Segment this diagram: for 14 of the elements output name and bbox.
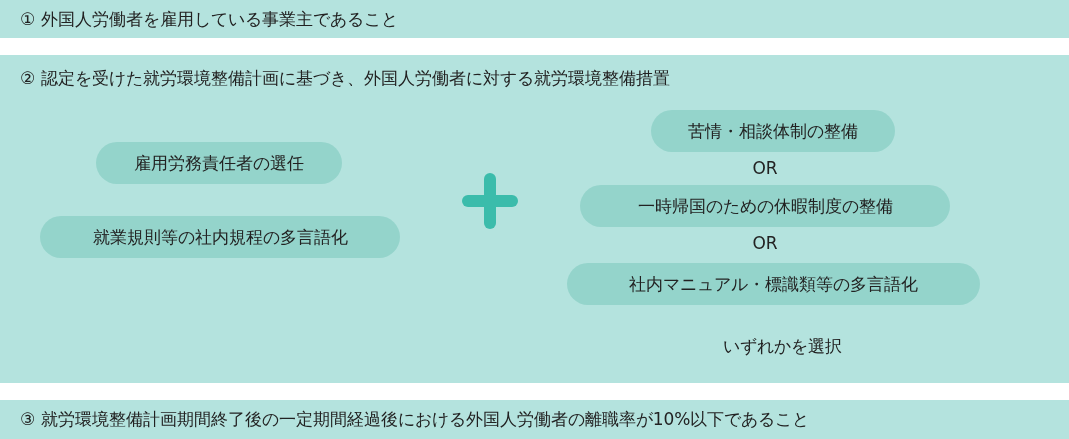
panel-heading: ③ 就労環境整備計画期間終了後の一定期間経過後における外国人労働者の離職率が10%以下であること xyxy=(20,408,810,431)
panel-band xyxy=(0,55,1069,383)
panel-band xyxy=(0,400,1069,439)
panel-heading: ② 認定を受けた就労環境整備計画に基づき、外国人労働者に対する就労環境整備措置 xyxy=(20,67,670,90)
option-pill: 社内マニュアル・標識類等の多言語化 xyxy=(567,263,980,305)
option-pill: 一時帰国のための休暇制度の整備 xyxy=(580,185,950,227)
or-label: OR xyxy=(752,158,778,178)
option-pill: 雇用労務責任者の選任 xyxy=(96,142,342,184)
note-text: いずれかを選択 xyxy=(722,335,842,358)
option-pill: 就業規則等の社内規程の多言語化 xyxy=(40,216,400,258)
panel-heading: ① 外国人労働者を雇用している事業主であること xyxy=(20,8,398,31)
or-label: OR xyxy=(752,233,778,253)
option-pill: 苦情・相談体制の整備 xyxy=(651,110,895,152)
panel-band xyxy=(0,0,1069,38)
